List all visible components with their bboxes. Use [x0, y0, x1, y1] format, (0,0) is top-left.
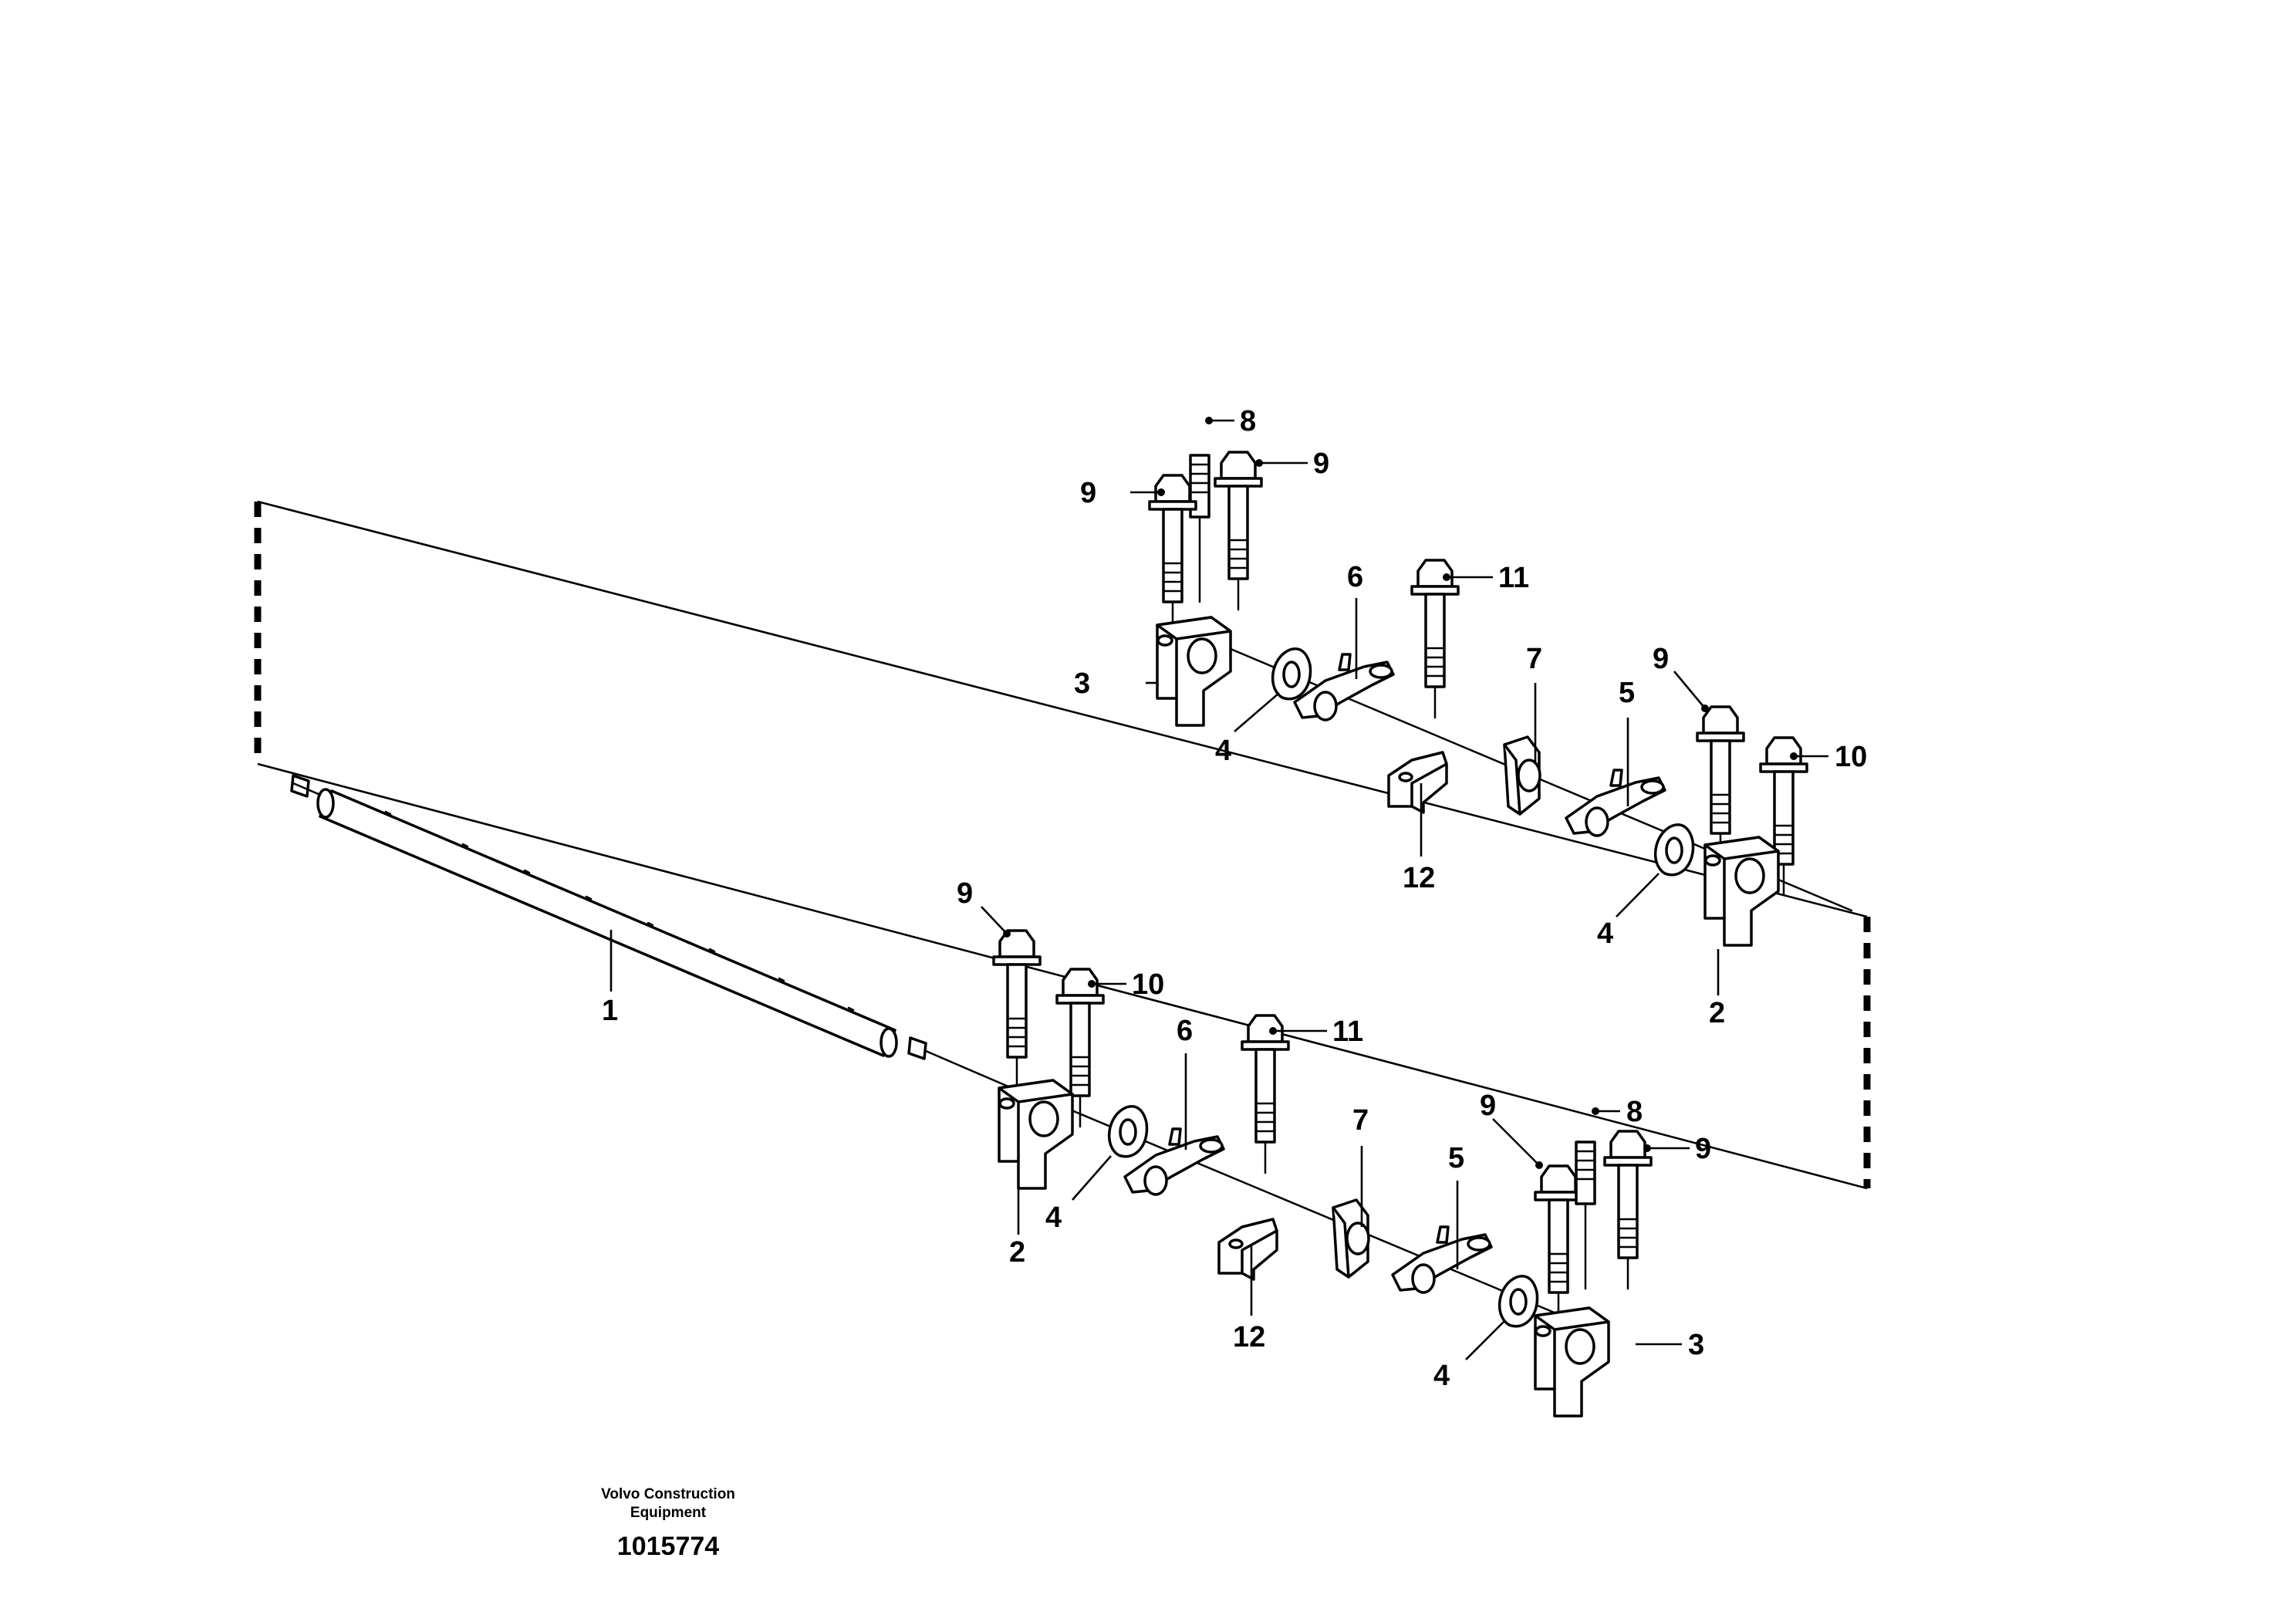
callout-part-9: 9 — [1480, 1090, 1496, 1122]
callout-part-1: 1 — [602, 995, 618, 1027]
reference-line-bottom — [257, 762, 1868, 1190]
callout-part-3: 3 — [1074, 667, 1090, 700]
callout-part-4: 4 — [1597, 917, 1613, 950]
callout-part-9: 9 — [1080, 477, 1096, 509]
callout-part-9: 9 — [1695, 1133, 1711, 1165]
callout-part-10: 10 — [1835, 741, 1867, 773]
callout-part-12: 12 — [1403, 862, 1435, 894]
callout-part-2: 2 — [1709, 997, 1725, 1029]
drawing-number: 1015774 — [617, 1532, 719, 1561]
callout-part-3: 3 — [1688, 1329, 1704, 1361]
reference-line-top — [257, 500, 1868, 918]
callout-part-10: 10 — [1132, 968, 1164, 1001]
callout-part-9: 9 — [1313, 448, 1329, 480]
callout-part-2: 2 — [1009, 1236, 1025, 1269]
leader-dots — [1003, 417, 1798, 1169]
company-name-line2: Equipment — [630, 1505, 707, 1521]
callout-part-12: 12 — [1233, 1321, 1265, 1353]
callout-part-4: 4 — [1433, 1360, 1450, 1392]
lower-assembly — [992, 929, 1653, 1418]
callout-part-7: 7 — [1352, 1104, 1369, 1137]
drawing-footer: Volvo Construction Equipment 1015774 — [601, 1486, 735, 1561]
callout-part-9: 9 — [1653, 643, 1669, 675]
upper-assembly — [1148, 451, 1853, 947]
callout-part-11: 11 — [1332, 1015, 1363, 1048]
leader-lines — [609, 419, 1828, 1360]
callout-part-4: 4 — [1045, 1201, 1062, 1234]
company-name-line1: Volvo Construction — [601, 1486, 735, 1502]
callout-part-6: 6 — [1347, 561, 1363, 593]
callout-part-6: 6 — [1177, 1015, 1193, 1047]
callout-part-7: 7 — [1526, 643, 1542, 675]
callout-part-9: 9 — [957, 877, 973, 910]
callout-part-5: 5 — [1448, 1142, 1464, 1174]
callout-part-5: 5 — [1619, 677, 1635, 709]
callout-labels: 1 2 2 3 3 4 4 4 4 5 5 6 6 7 7 8 8 9 9 9 … — [602, 405, 1867, 1392]
callout-part-8: 8 — [1626, 1096, 1643, 1128]
callout-part-11: 11 — [1498, 562, 1529, 594]
callout-part-8: 8 — [1240, 405, 1256, 438]
rocker-shaft — [290, 774, 1028, 1096]
callout-part-4: 4 — [1215, 735, 1231, 767]
